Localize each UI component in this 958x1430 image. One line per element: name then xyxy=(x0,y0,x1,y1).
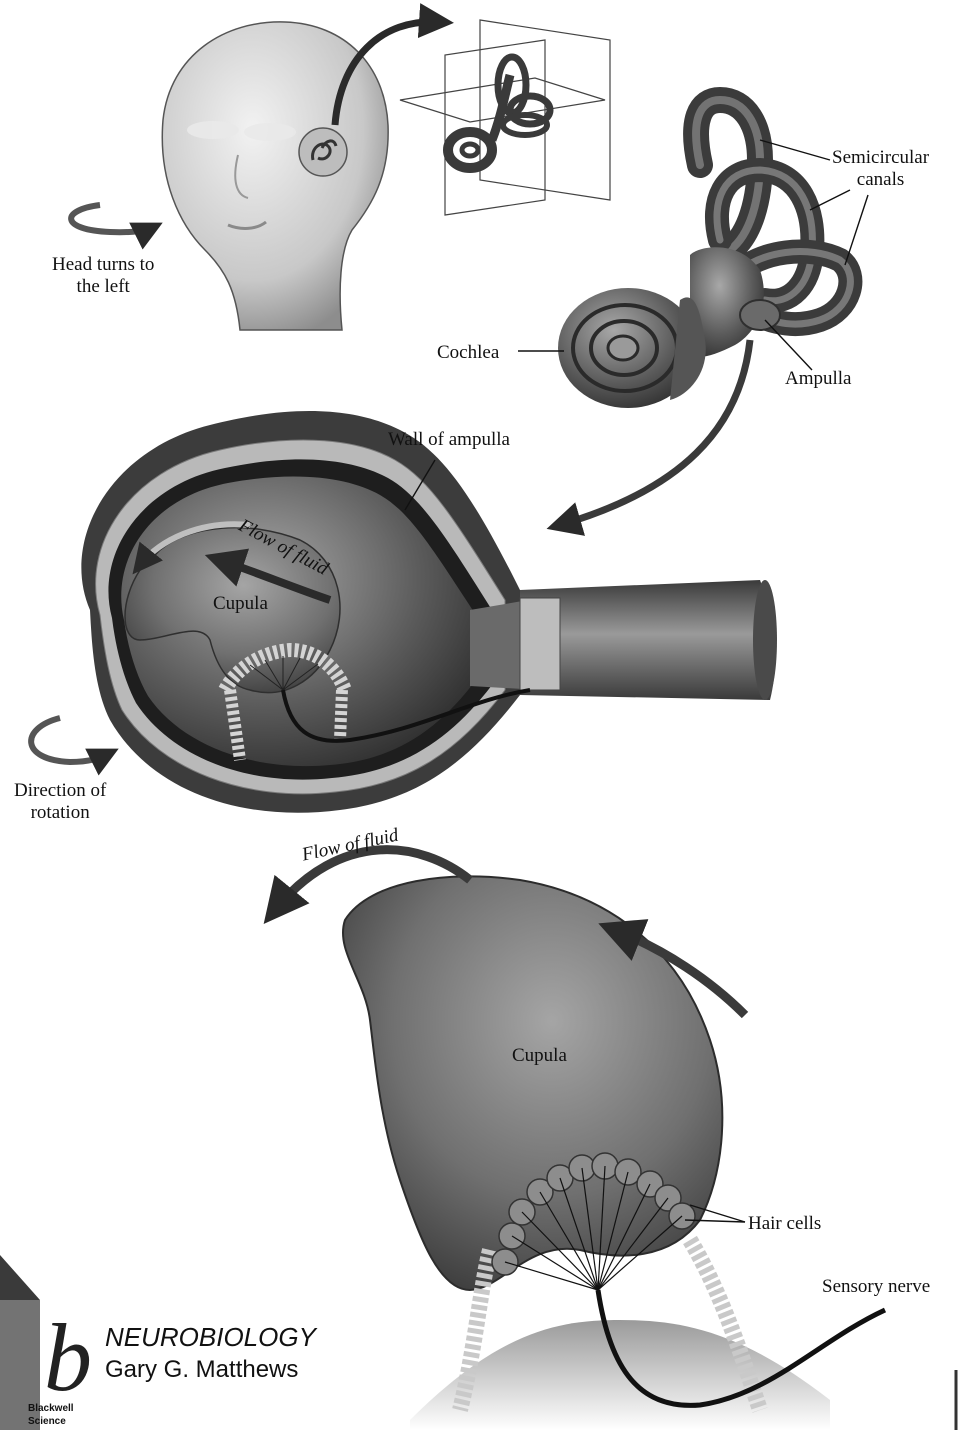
label-sensory-nerve: Sensory nerve xyxy=(822,1276,930,1298)
label-cupula-2: Cupula xyxy=(512,1045,567,1067)
label-ampulla: Ampulla xyxy=(785,368,852,390)
label-semicircular-canals: Semicircular canals xyxy=(832,147,929,191)
label-wall-of-ampulla: Wall of ampulla xyxy=(388,429,510,451)
cupula-body xyxy=(343,876,722,1290)
label-cochlea: Cochlea xyxy=(437,342,499,364)
rotation-arrow xyxy=(31,718,108,762)
label-head-turns: Head turns to the left xyxy=(52,254,154,298)
book-title: NEUROBIOLOGY xyxy=(105,1322,316,1353)
publisher-logo: b xyxy=(44,1310,92,1406)
ampulla-bulge xyxy=(740,300,780,330)
label-cupula-1: Cupula xyxy=(213,593,268,615)
label-direction-of-rotation: Direction of rotation xyxy=(14,780,106,824)
book-author: Gary G. Matthews xyxy=(105,1356,298,1384)
enlarged-cupula xyxy=(275,850,885,1430)
ear-inset xyxy=(299,128,347,176)
labyrinth xyxy=(558,100,850,408)
small-labyrinth xyxy=(448,57,550,168)
head-turn-arrow xyxy=(71,205,152,232)
publisher-name: Blackwell Science xyxy=(28,1402,74,1428)
label-hair-cells: Hair cells xyxy=(748,1213,821,1235)
